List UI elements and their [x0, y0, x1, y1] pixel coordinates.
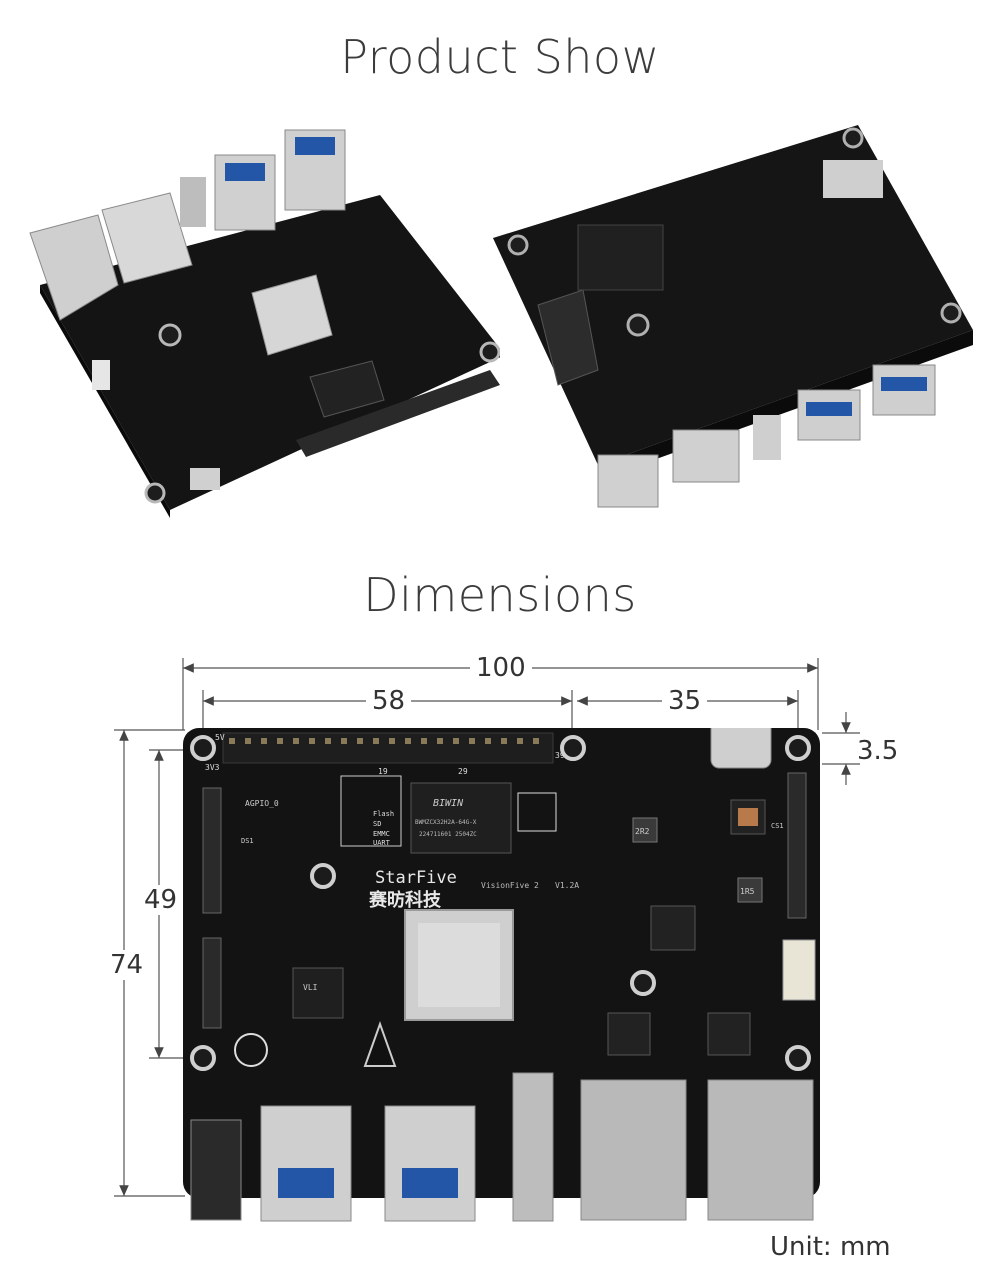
- dim-hole-span: 49: [138, 885, 184, 915]
- usb-c-port: [710, 728, 772, 769]
- brand-cn-text: 赛昉科技: [368, 889, 442, 911]
- board-dimension-photo: 5V 3V3 19 29 39 AGPIO_0 Flash SD EMMC UA…: [183, 728, 820, 1222]
- ethernet-port-1: [580, 1079, 687, 1221]
- pin-39-label: 39: [555, 751, 565, 760]
- unit-label: Unit: mm: [770, 1232, 891, 1262]
- board-top-photo: [29, 129, 500, 518]
- soc-chip: [251, 274, 333, 356]
- mount-hole-bl: [190, 1045, 216, 1071]
- dim-total-width: 100: [470, 653, 532, 683]
- usb-port-2: [384, 1105, 476, 1222]
- boot-uart: UART: [373, 839, 391, 847]
- pin-29-label: 29: [458, 767, 468, 776]
- board-bottom-photo: [493, 125, 973, 508]
- cs1-label: CS1: [771, 822, 784, 830]
- board-bottom-pcb: [493, 125, 973, 465]
- boot-sd: SD: [373, 820, 381, 828]
- label-5v: 5V: [215, 733, 225, 742]
- ethernet-port-2: [707, 1079, 814, 1221]
- mount-hole-tr: [785, 735, 811, 761]
- mount-hole-tm: [560, 735, 586, 761]
- usb-port-1: [260, 1105, 352, 1222]
- agpio-label: AGPIO_0: [245, 799, 279, 808]
- ds1-label: DS1: [241, 837, 254, 845]
- label-3v3: 3V3: [205, 763, 220, 772]
- audio-jack: [190, 1119, 242, 1221]
- boot-emmc: EMMC: [373, 830, 390, 838]
- memory-chip: [410, 782, 512, 854]
- brand-logo-text: StarFive: [375, 868, 457, 888]
- gpio-header: [222, 732, 554, 764]
- boot-flash: Flash: [373, 810, 394, 818]
- mount-hole-tl: [190, 735, 216, 761]
- ethernet-port-icon: [29, 192, 193, 321]
- dim-total-height: 74: [104, 950, 150, 980]
- mem-code2: 224711601 2504ZC: [419, 831, 477, 838]
- gpio-header: [296, 370, 500, 457]
- dim-right-span: 35: [662, 686, 708, 716]
- mount-hole-bm: [630, 970, 656, 996]
- pb-free-icon: [234, 1033, 268, 1067]
- dim-edge-offset: 3.5: [857, 736, 899, 766]
- part-2r2: 2R2: [635, 827, 650, 836]
- version-label: V1.2A: [555, 881, 579, 890]
- mount-hole-br: [785, 1045, 811, 1071]
- usb-port-icon: [180, 129, 346, 231]
- hdmi-port: [512, 1072, 554, 1222]
- mem-code: BWMZCX32H2A-64G-X: [415, 819, 477, 826]
- pin-19-label: 19: [378, 767, 388, 776]
- dim-header-span: 58: [366, 686, 412, 716]
- part-1r5: 1R5: [740, 887, 755, 896]
- mem-brand: BIWIN: [433, 798, 464, 809]
- product-show-title: Product Show: [340, 30, 660, 84]
- model-label: VisionFive 2: [481, 881, 539, 890]
- warning-triangle-icon: [363, 1021, 397, 1067]
- dimensions-title: Dimensions: [363, 568, 637, 622]
- vli-label: VLI: [303, 983, 318, 992]
